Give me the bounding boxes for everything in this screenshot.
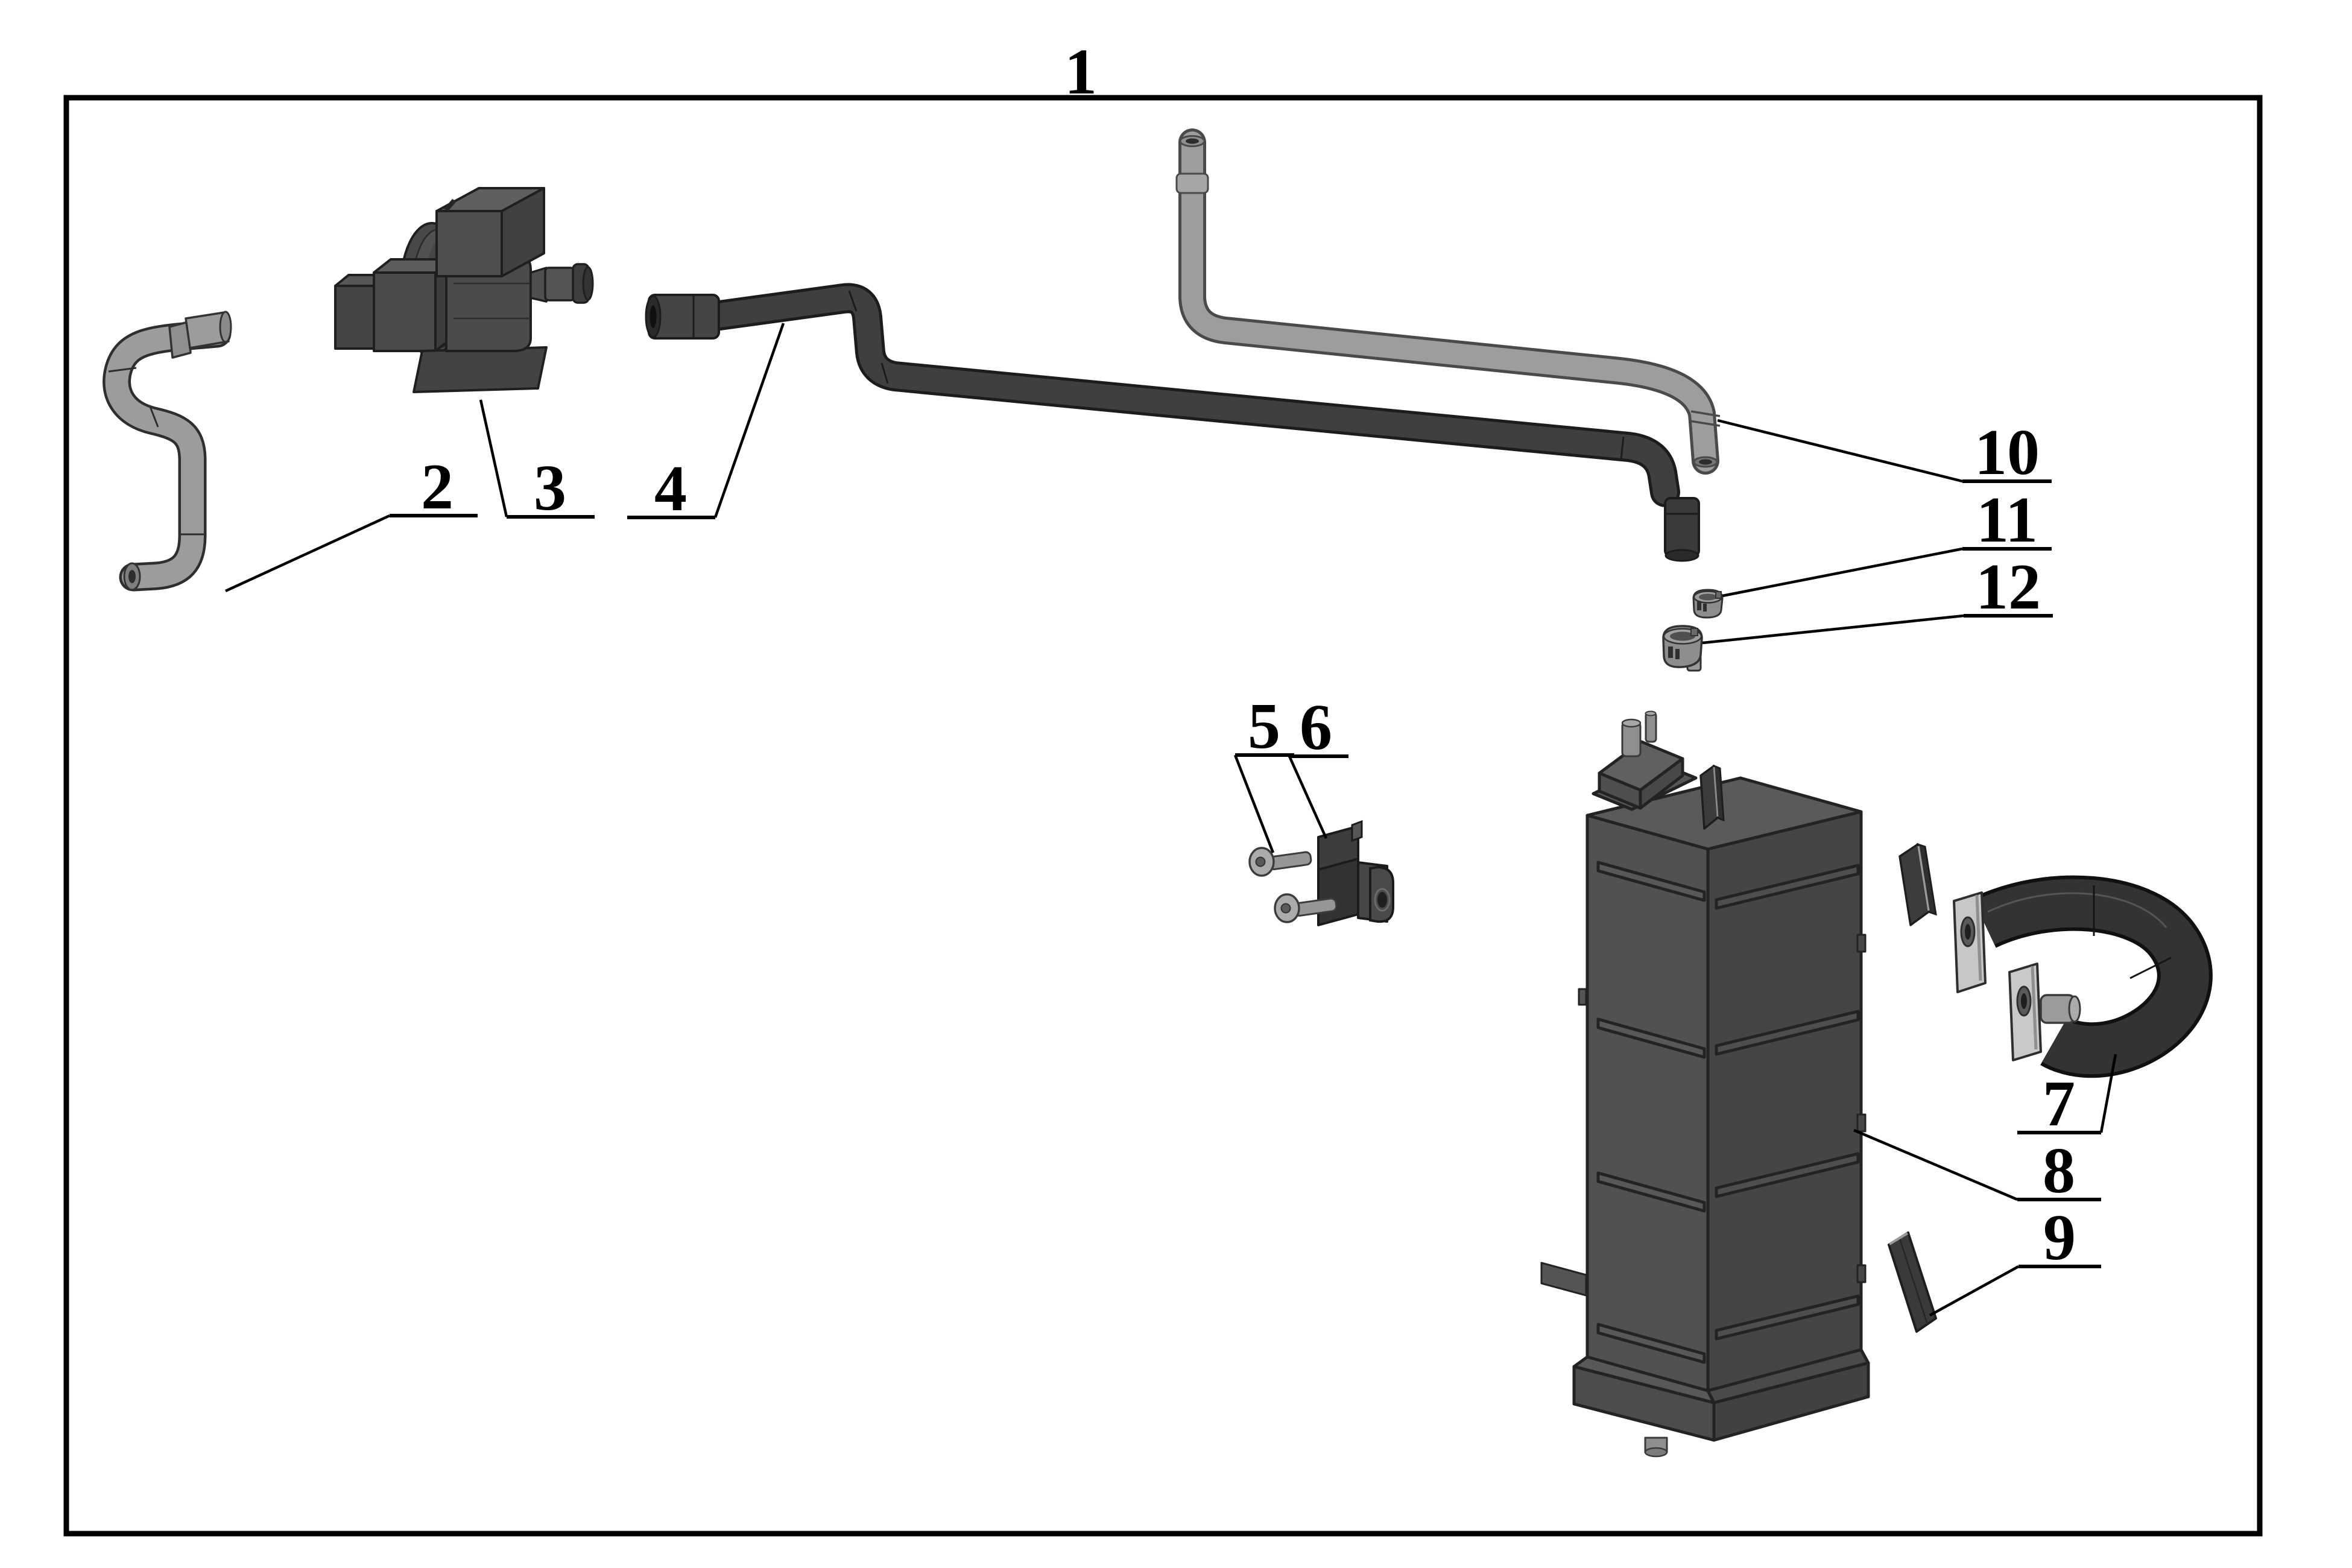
callout-label-7-canister-strap: 7	[2043, 1068, 2075, 1140]
callout-12-leader	[1702, 614, 1964, 645]
callout-label-3-purge-valve: 3	[534, 452, 566, 524]
part-9-pads	[1699, 764, 1937, 1333]
part-11-clamp-small	[1692, 589, 1724, 619]
part-2-hose	[103, 311, 232, 592]
callout-10-leader	[1717, 419, 1963, 483]
callout-11-leader	[1722, 547, 1963, 598]
callout-7-leader	[2099, 1054, 2117, 1133]
callout-label-2-vent-hose: 2	[421, 451, 454, 523]
part-5-screws	[1248, 847, 1338, 923]
part-10-vent-pipe	[1175, 128, 1721, 475]
callout-label-9-pad: 9	[2043, 1202, 2076, 1274]
callout-label-11-clamp-small: 11	[1976, 484, 2038, 556]
callout-4-leader	[713, 323, 785, 518]
part-7-strap	[1953, 875, 2213, 1078]
callout-lines	[225, 323, 2117, 1317]
callout-8-leader	[1853, 1128, 2018, 1201]
part-12-clamp-large	[1662, 625, 1703, 672]
callout-5-leader	[1233, 754, 1275, 853]
part-4-vapor-tube	[645, 283, 1700, 562]
callout-3-leader	[479, 399, 508, 517]
part-3-purge-valve	[334, 187, 594, 393]
callout-label-5-screw: 5	[1248, 691, 1280, 762]
callout-label-12-clamp-large: 12	[1976, 551, 2041, 623]
part-8-canister	[1540, 710, 1870, 1458]
callout-label-8-canister: 8	[2043, 1135, 2075, 1207]
callout-label-10-vent-pipe: 10	[1974, 417, 2040, 488]
callout-2-leader	[225, 514, 390, 593]
callout-label-4-vapor-tube: 4	[654, 453, 687, 525]
callout-label-6-mounting-bracket: 6	[1300, 692, 1332, 763]
callout-label-1-assembly-frame: 1	[1064, 36, 1097, 108]
drawing-frame	[63, 95, 2263, 1537]
callout-6-leader	[1288, 756, 1328, 839]
callout-9-leader	[1929, 1265, 2020, 1317]
